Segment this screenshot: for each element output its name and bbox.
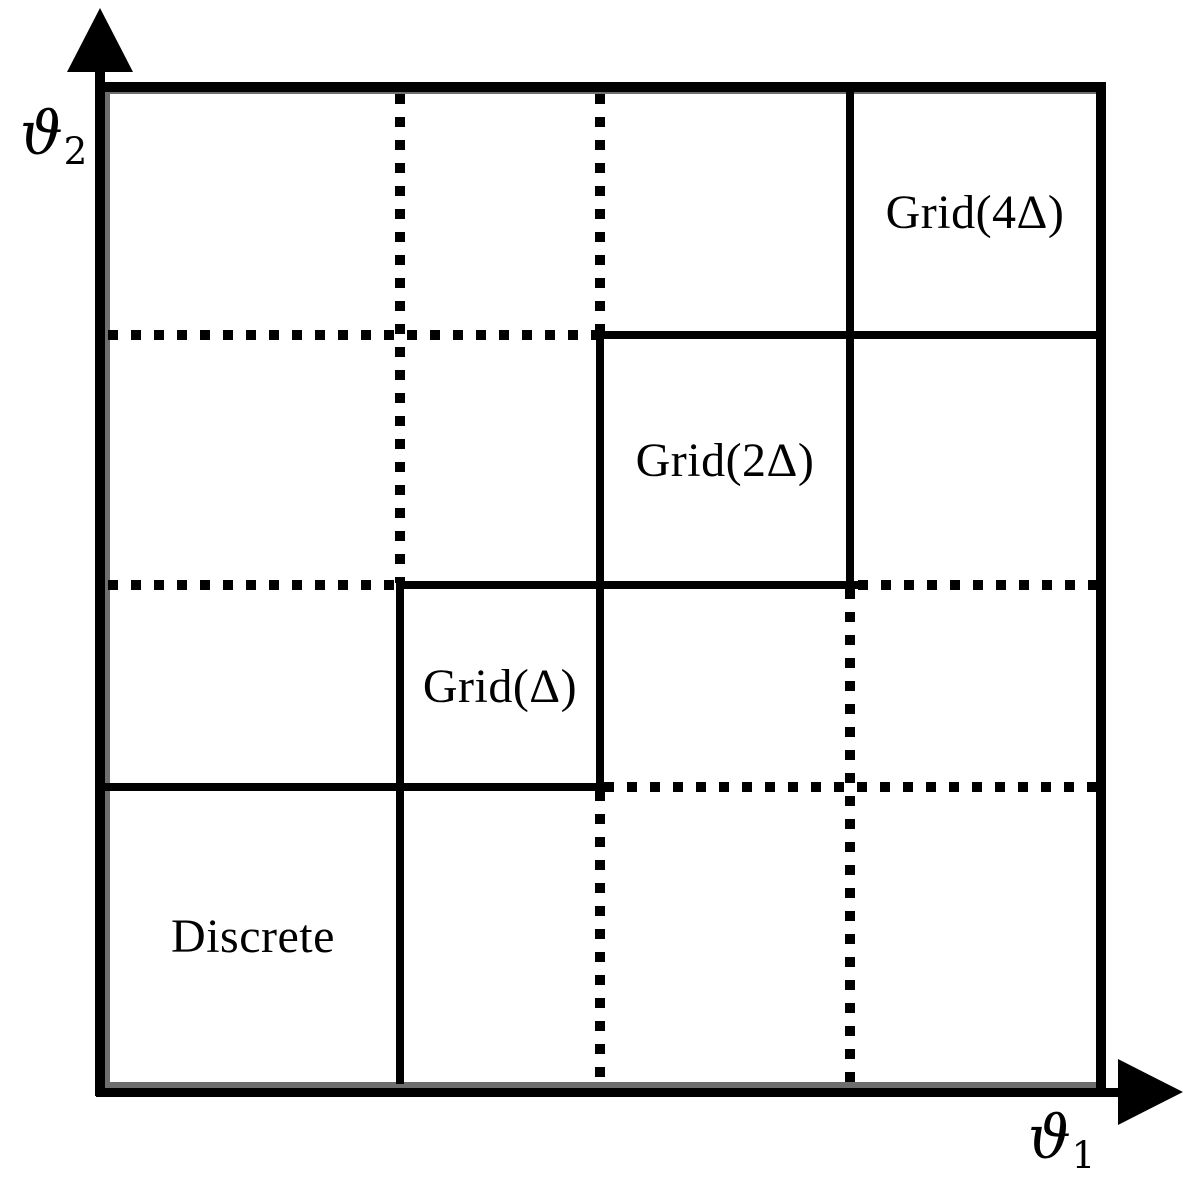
grid-line-v2-dotted-top — [595, 94, 605, 333]
x-axis-label: ϑ1 — [1028, 1108, 1095, 1174]
region-grid-delta-label: Grid(Δ) — [422, 659, 578, 713]
x-axis-line — [96, 1088, 1122, 1097]
box-edge-bottom — [105, 1082, 1096, 1088]
x-axis-subscript: 1 — [1071, 1133, 1096, 1178]
x-axis-arrowhead-icon — [1118, 1059, 1183, 1125]
grid-line-v3-dotted-bottom — [845, 589, 855, 1082]
region-discrete: Discrete — [110, 791, 396, 1082]
grid-line-h1-dotted-left — [108, 330, 598, 340]
box-border-right — [1096, 82, 1106, 1090]
grid-line-h2-dotted-right — [858, 580, 1096, 590]
grid-line-v2-dotted-bottom — [595, 791, 605, 1082]
region-grid-delta: Grid(Δ) — [404, 589, 596, 783]
grid-line-h2-dotted-left — [108, 580, 398, 590]
y-axis-label: ϑ2 — [20, 104, 87, 170]
grid-line-h3-dotted-right — [604, 782, 1096, 792]
grid-line-h3-solid-left — [100, 783, 604, 791]
y-axis-line — [95, 64, 105, 1096]
region-discrete-label: Discrete — [171, 910, 335, 963]
region-grid-4-delta-label: Grid(4Δ) — [885, 185, 1065, 239]
x-axis-symbol: ϑ — [1028, 1103, 1071, 1173]
y-axis-symbol: ϑ — [20, 99, 63, 169]
grid-line-v2-solid-middle — [596, 331, 604, 791]
box-border-top — [96, 82, 1106, 92]
grid-line-v1-solid-bottom — [396, 581, 404, 1084]
grid-line-h2-solid-middle — [396, 581, 858, 589]
y-axis-arrowhead-icon — [67, 8, 133, 72]
region-grid-2-delta-label: Grid(2Δ) — [635, 433, 815, 487]
y-axis-subscript: 2 — [63, 129, 88, 174]
box-edge-top — [105, 91, 1096, 94]
box-edge-left — [105, 88, 110, 1088]
grid-line-h1-solid-right — [598, 331, 1102, 339]
region-grid-2-delta: Grid(2Δ) — [604, 339, 846, 581]
region-grid-4-delta: Grid(4Δ) — [854, 92, 1096, 332]
